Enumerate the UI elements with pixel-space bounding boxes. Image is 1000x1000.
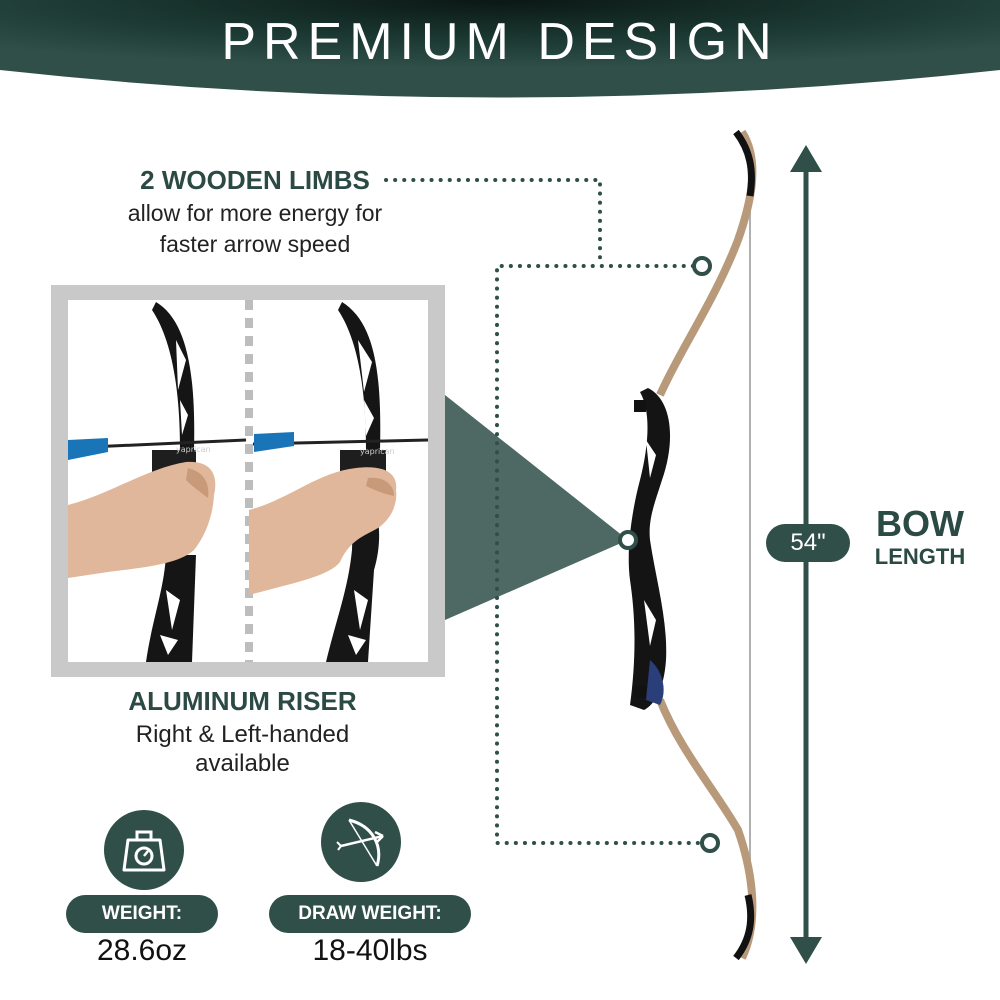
draw-weight-icon-badge [321, 802, 401, 882]
riser-description: Right & Left-handed available [95, 720, 390, 778]
riser-description-line2: available [195, 750, 290, 777]
limbs-description: allow for more energy for faster arrow s… [100, 198, 410, 260]
riser-description-line1: Right & Left-handed [135, 721, 350, 748]
riser-title: ALUMINUM RISER [128, 686, 357, 716]
riser-callout-dot [618, 530, 638, 550]
limb-callout-dot-bottom [700, 833, 720, 853]
riser-grip-photo: yaprican yaprican [68, 300, 428, 662]
callout-cone [445, 395, 628, 620]
grip-comparison-image: yaprican yaprican [68, 300, 428, 662]
riser-logo-right: yaprican [360, 447, 395, 456]
bow-arrow-icon [336, 818, 384, 867]
limbs-title: 2 WOODEN LIMBS [140, 165, 370, 195]
header-banner [0, 0, 1000, 98]
weight-label: WEIGHT: [66, 895, 218, 933]
limbs-description-line1: allow for more energy for [127, 200, 383, 226]
upper-limb [656, 129, 757, 397]
bow-length-label-line2: LENGTH [874, 544, 966, 569]
draw-weight-label: DRAW WEIGHT: [269, 895, 471, 933]
bow-length-label-line1: BOW [876, 503, 964, 544]
weight-value: 28.6oz [96, 934, 188, 967]
limbs-description-line2: faster arrow speed [159, 231, 351, 257]
limb-callout-dot-top [692, 256, 712, 276]
bow-length-value: 54" [766, 524, 850, 562]
riser-logo-left: yaprican [176, 445, 211, 454]
riser-body [628, 388, 671, 710]
draw-weight-value: 18-40lbs [312, 934, 428, 967]
lower-limb [656, 698, 757, 960]
weight-icon-badge [104, 810, 184, 890]
page-title: PREMIUM DESIGN [221, 13, 779, 71]
scale-icon [122, 830, 166, 872]
